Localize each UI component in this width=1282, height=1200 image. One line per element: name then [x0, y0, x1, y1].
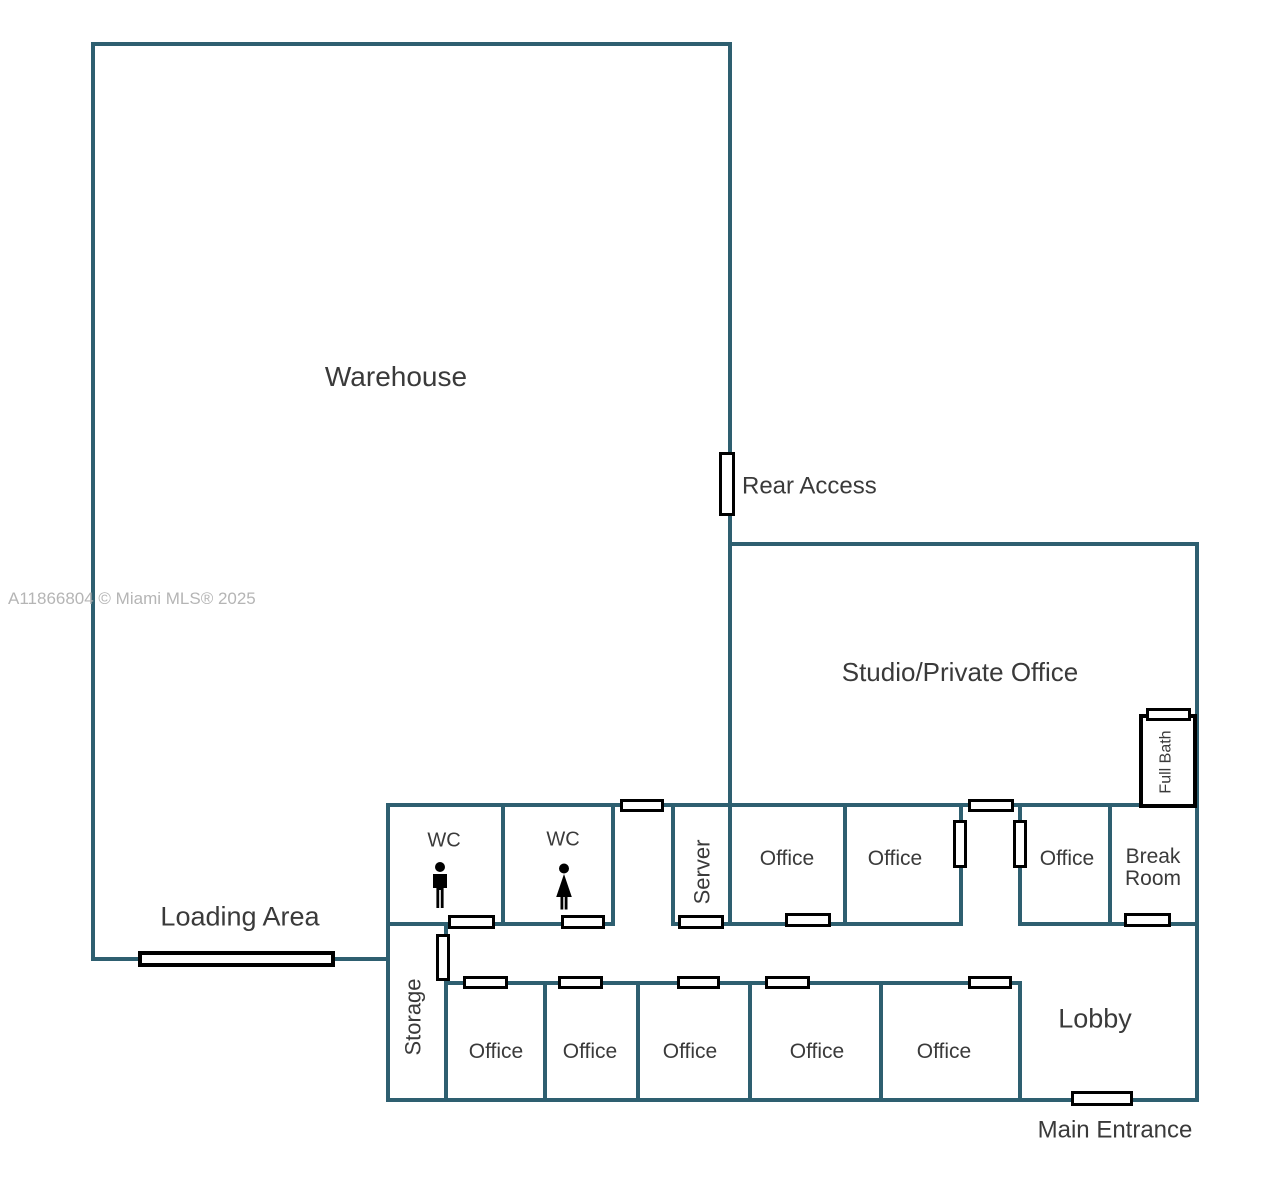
room-label-office-bottom-3: Office	[662, 1039, 718, 1063]
loading-dock-door	[138, 951, 335, 967]
east-outer-wall	[1195, 542, 1199, 1102]
room-label-loading-area: Loading Area	[160, 901, 320, 932]
room-label-storage: Storage	[400, 978, 426, 1056]
room-label-warehouse: Warehouse	[324, 361, 468, 393]
room-label-office-bottom-2: Office	[562, 1039, 618, 1063]
room-label-lobby: Lobby	[1058, 1003, 1132, 1034]
wc-women-right-wall	[611, 803, 615, 926]
room-label-wc-men: WC	[427, 829, 461, 852]
breakroom-left-wall	[1108, 803, 1112, 926]
lobby-left-wall	[1018, 981, 1022, 1102]
watermark: A11866804 © Miami MLS® 2025	[8, 589, 256, 608]
full-bath-room	[1139, 714, 1197, 808]
office-vestibule-door	[1013, 820, 1027, 868]
woman-icon	[551, 863, 577, 911]
bottom-office-door-3	[677, 976, 720, 989]
bottom-office-door-4	[765, 976, 810, 989]
storage-door	[436, 934, 450, 981]
room-label-break-room: Break Room	[1124, 844, 1182, 890]
room-label-office-middle-3: Office	[1039, 846, 1095, 870]
rear-access-door	[719, 452, 735, 516]
hallway-bottom-wall	[444, 981, 1022, 985]
room-label-studio: Studio/Private Office	[841, 657, 1079, 688]
office-row-divider-4	[879, 981, 883, 1102]
wc-women-door	[561, 915, 605, 929]
middle-row-bottom-wall-west	[386, 922, 615, 926]
office-row-divider-2	[636, 981, 640, 1102]
bottom-outer-wall	[386, 1098, 1199, 1102]
server-left-wall	[671, 803, 675, 926]
man-icon	[429, 862, 451, 910]
warehouse-top-wall	[91, 42, 732, 46]
door-label-rear-access: Rear Access	[742, 472, 877, 500]
bottom-office-door-2	[558, 976, 603, 989]
studio-hallway-door	[968, 799, 1014, 812]
main-entrance-door	[1071, 1091, 1133, 1106]
office-middle-door	[785, 913, 831, 927]
server-door	[678, 915, 724, 929]
bottom-office-door-5	[968, 976, 1012, 989]
room-label-wc-women: WC	[546, 828, 580, 851]
room-label-office-middle-2: Office	[867, 846, 923, 870]
warehouse-left-wall	[91, 42, 95, 961]
office-row-divider-3	[748, 981, 752, 1102]
room-label-full-bath: Full Bath	[1157, 730, 1175, 794]
warehouse-hallway-door	[620, 799, 664, 812]
room-label-office-bottom-5: Office	[916, 1039, 972, 1063]
office-row-divider-1	[543, 981, 547, 1102]
room-label-office-bottom-4: Office	[789, 1039, 845, 1063]
middle-row-top-wall	[386, 803, 1199, 807]
room-label-office-bottom-1: Office	[468, 1039, 524, 1063]
storage-right-wall	[444, 922, 448, 1102]
office-east-side-door	[953, 820, 967, 868]
rooms-left-wall	[386, 803, 390, 1102]
breakroom-door	[1124, 913, 1171, 927]
wc-divider-wall	[501, 803, 505, 926]
room-label-server: Server	[689, 839, 715, 905]
studio-top-wall	[728, 542, 1199, 546]
door-label-main-entrance: Main Entrance	[1037, 1116, 1193, 1144]
room-label-office-middle-1: Office	[759, 846, 815, 870]
bottom-office-door-1	[463, 976, 508, 989]
office-divider-wall-middle	[843, 803, 847, 926]
wc-men-door	[448, 915, 495, 929]
full-bath-door	[1146, 708, 1191, 721]
